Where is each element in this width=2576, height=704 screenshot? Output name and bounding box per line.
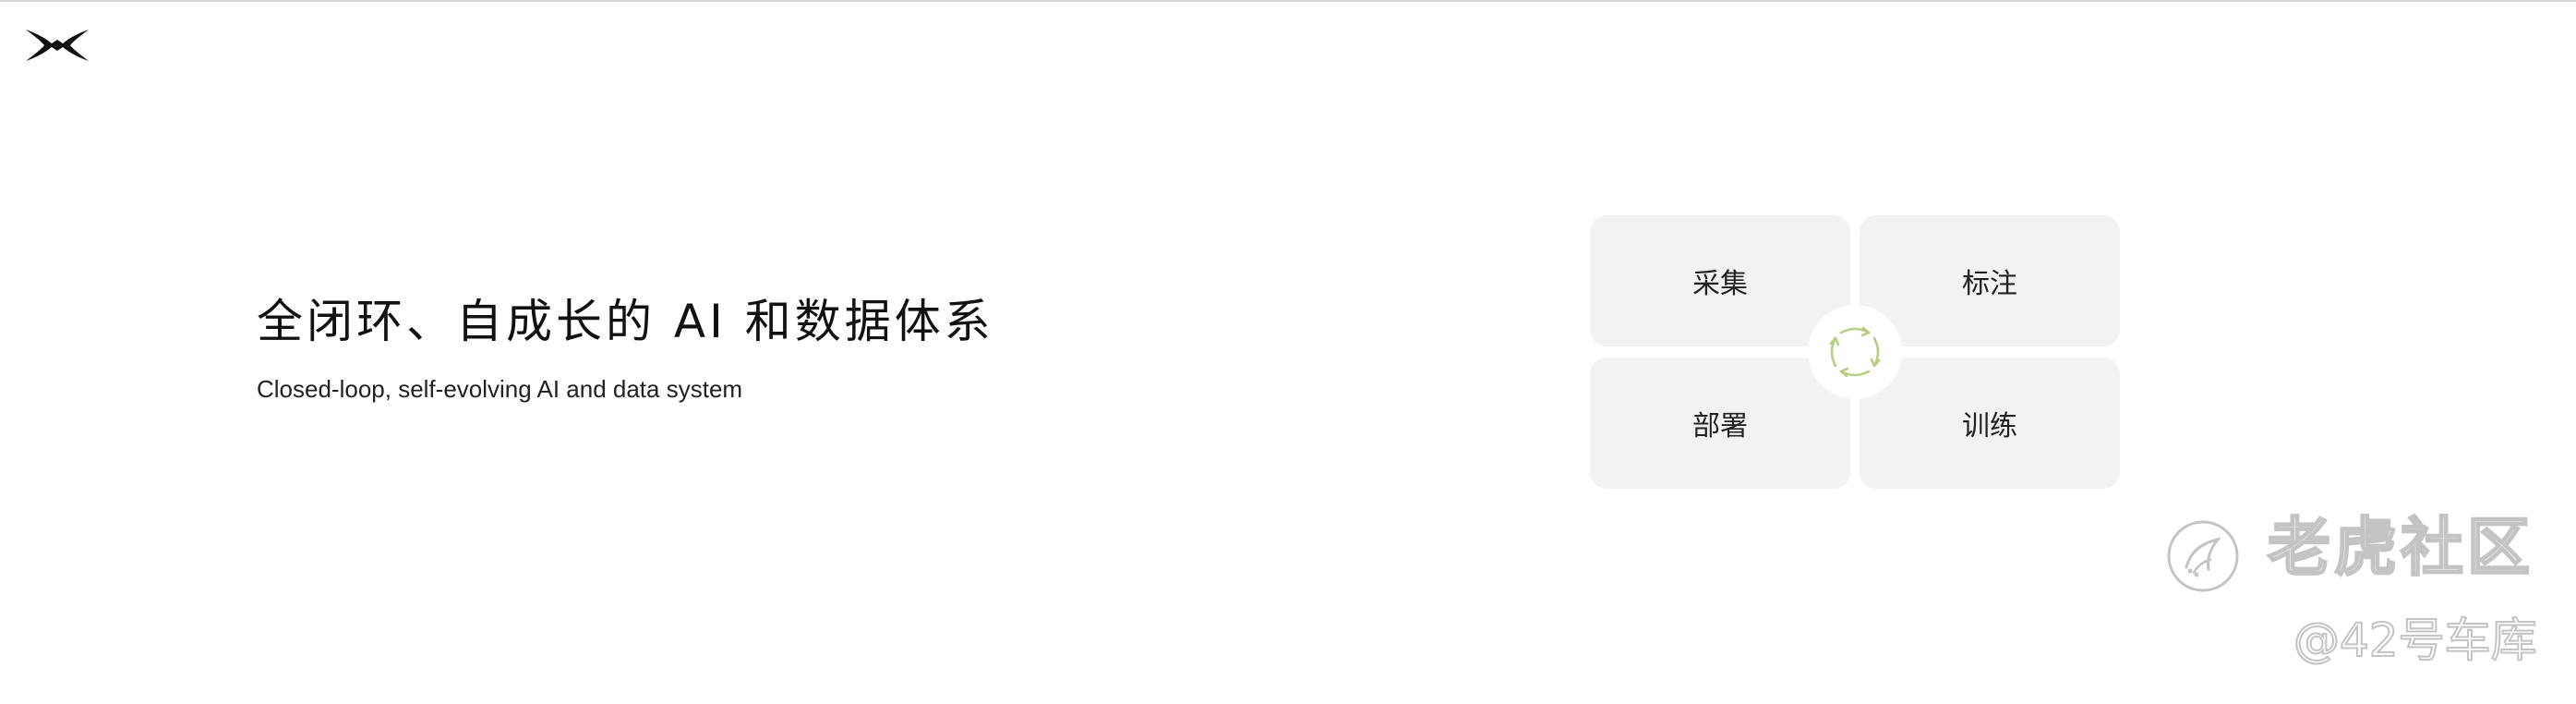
step-label: 采集: [1692, 268, 1748, 300]
step-tile-deploy: 部署: [1590, 358, 1850, 489]
step-label: 训练: [1962, 410, 2017, 443]
step-label: 标注: [1962, 268, 2017, 300]
page-title: 全闭环、自成长的 AI 和数据体系: [257, 295, 994, 348]
top-divider: [0, 0, 2576, 2]
page-subtitle: Closed-loop, self-evolving AI and data s…: [257, 375, 743, 403]
data-loop-diagram: 采集 标注 部署 训练: [1590, 215, 2120, 489]
step-tile-annotate: 标注: [1860, 215, 2120, 346]
tiger-community-logo-icon: [2166, 519, 2240, 593]
step-tile-collect: 采集: [1590, 215, 1850, 346]
watermark-handle: @42号车库: [2293, 613, 2538, 667]
refresh-cycle-icon: [1808, 305, 1902, 399]
watermark-title: 老虎社区: [2267, 512, 2534, 585]
step-label: 部署: [1692, 410, 1748, 443]
step-tile-train: 训练: [1860, 358, 2120, 489]
xpeng-x-logo-icon: [26, 30, 89, 61]
brand-logo-icon[interactable]: [26, 28, 89, 63]
